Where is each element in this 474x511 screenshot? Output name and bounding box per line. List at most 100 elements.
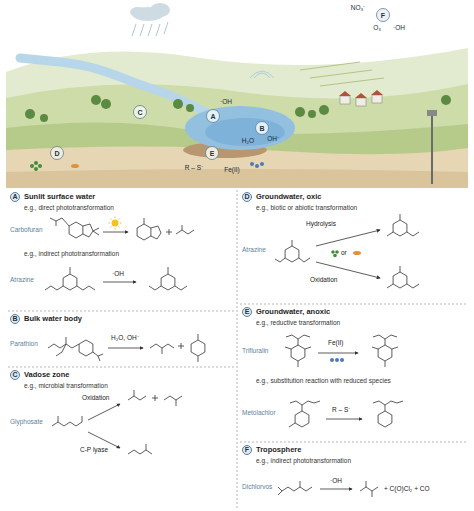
chemical-structure [298,361,299,367]
panel-divider [8,367,234,368]
chemical-structure [286,335,298,339]
chemical-structure [52,422,82,426]
chemical-structure [48,344,79,348]
tree [295,107,305,117]
chemical-structure [387,284,393,288]
site-marker [377,9,390,22]
reaction-arrow [318,353,362,419]
chemical-structure [169,229,170,235]
chemical-structure [155,395,156,401]
species-label: Fe(II) [224,167,240,174]
chemical-structure [128,396,146,400]
panel-letter: C [10,370,20,380]
chemical-structure [298,335,310,339]
tree [25,109,35,119]
panel-divider [8,190,466,508]
panel-heading: Vadose zone [24,371,69,379]
process-note: e.g., indirect phototransformation [256,457,351,464]
iron-particle [340,358,344,362]
reagent-label: ·OH [112,270,124,277]
chemical-structure [150,344,174,348]
species-label: ·OH [220,99,232,106]
reagent-label: + C(O)Cl₂ + CO [384,485,430,492]
chemical-structure [407,284,419,288]
chemical-structure [69,222,83,238]
chemical-structure [48,334,205,362]
panel-heading: Troposphere [256,446,301,454]
rain-cloud [130,3,170,21]
site-marker [206,147,219,160]
landscape [6,0,468,188]
microbe [30,164,34,168]
compound-name: Metolachlor [242,409,276,416]
chemical-structure [181,343,182,349]
reagent-label: ·OH [330,477,342,484]
chemical-structure [58,416,59,422]
compound-name: Trifluralin [242,347,269,354]
house [339,91,351,96]
panel-heading: Bulk water body [24,315,82,323]
chemical-structure [134,390,135,396]
reaction-arrow [320,489,352,490]
chemical-structure [70,267,71,274]
rain-cloud [130,7,146,17]
chemical-structure [387,232,393,236]
rain-cloud [150,3,170,17]
reaction-arrow [108,348,143,349]
iron-particle [330,358,334,362]
tree [186,104,194,112]
reagent-label: Fe(II) [328,339,344,346]
reagent-label: Oxidation [82,394,109,401]
chemical-structure [182,225,183,230]
chemical-structure [285,347,291,349]
microbe [333,254,337,258]
chemical-structure [295,411,309,427]
chemical-structure [66,337,67,344]
chemical-structure [302,405,303,411]
chemical-structure [292,240,293,246]
tree [25,95,451,122]
chemical-structure [393,220,407,236]
chemical-structure [151,226,161,239]
house [371,90,383,95]
process-panel: CVadose zonee.g., microbial transformati… [8,368,234,508]
compound-name: Dichlorvos [242,483,272,490]
chemical-structure [82,416,83,422]
chemical-structure [282,487,312,491]
chemical-structure [300,481,301,487]
compound-name: Carbofuran [10,226,43,233]
reaction-arrow [88,432,120,448]
iron-particle [250,162,254,166]
microbe [38,164,42,168]
site-letter: C [137,109,142,116]
compound-name: Atrazine [10,276,34,283]
reagent-label: C-P lyase [80,446,108,453]
well [427,110,437,116]
reagent-label: H₂O, OH⁻ [111,334,139,341]
chemical-structure [198,356,199,362]
reaction-arrow [103,282,136,283]
panel-letter: B [10,314,20,324]
chemical-structure [144,218,145,224]
panel-divider [240,304,466,305]
species-label: H₂O [242,138,254,145]
landscape [185,106,295,150]
species-label: O₃ [373,25,381,32]
sun-icon [112,220,119,227]
chemical-structure [176,230,194,234]
species-label: R – S⁻ [185,165,203,172]
microbe [335,250,339,254]
process-panel: FTropospheree.g., indirect phototransfor… [240,443,466,508]
reaction-arrow [88,404,120,420]
microbe [331,250,335,254]
microbe [71,164,79,168]
landscape [20,58,205,112]
chemical-structure [176,400,177,406]
process-note: e.g., indirect phototransformation [24,250,119,257]
chemical-structure [275,214,419,288]
rain-cloud [132,22,168,36]
chemical-structure [275,258,285,262]
panel-heading: Sunlit surface water [24,193,95,201]
reaction-arrow [108,348,143,349]
reagent-label: R – S⁻ [332,406,350,413]
